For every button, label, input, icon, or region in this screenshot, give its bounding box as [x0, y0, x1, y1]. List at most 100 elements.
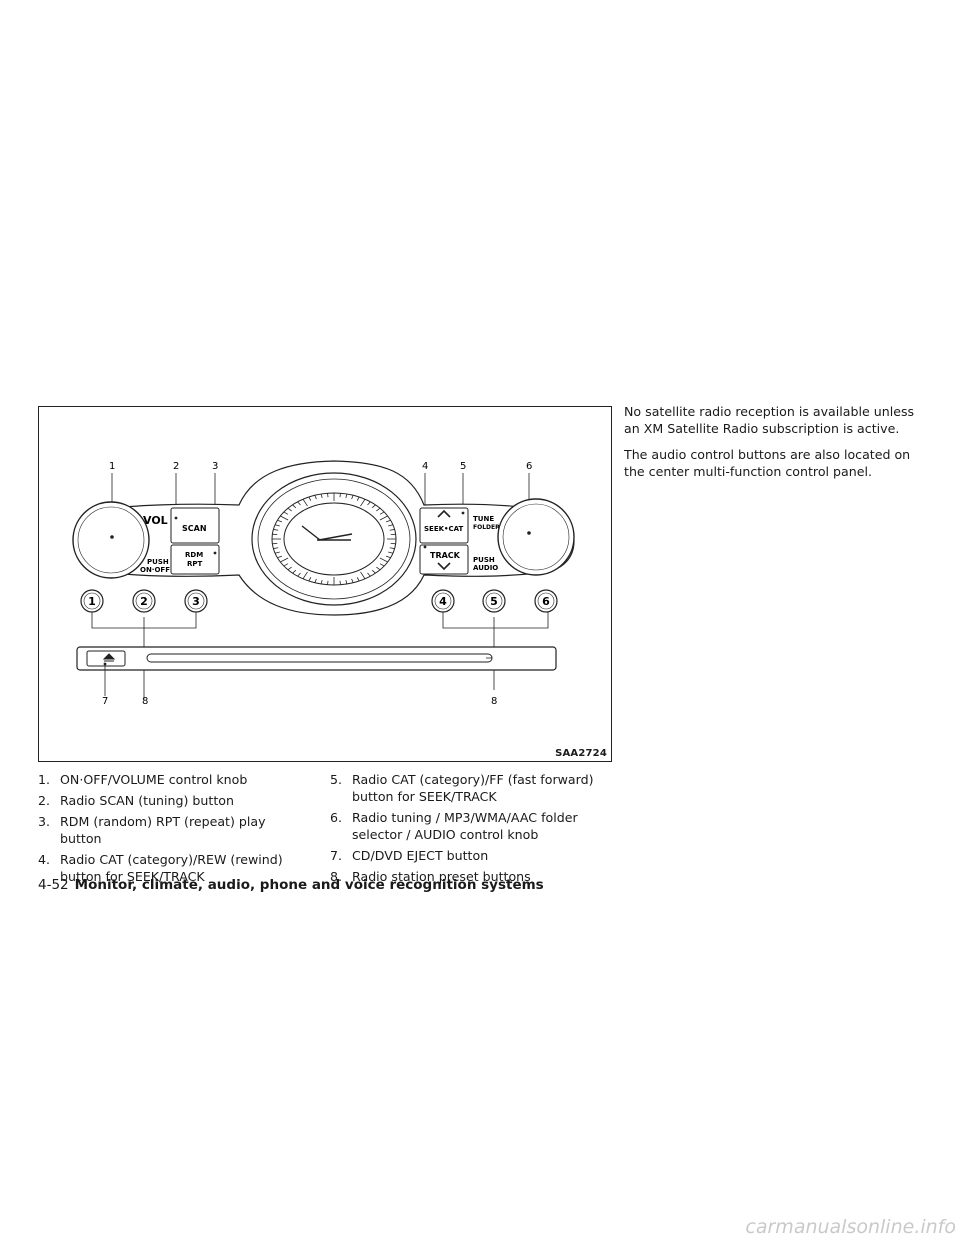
legend-item: 7.CD/DVD EJECT button — [330, 848, 489, 863]
clock-tick — [385, 555, 391, 559]
clock-tick — [385, 519, 391, 523]
clock-tick — [297, 501, 301, 506]
tune-audio-knob — [497, 498, 575, 576]
clock-tick — [287, 507, 292, 512]
preset-button-label: 4 — [439, 595, 447, 608]
section-title: Monitor, climate, audio, phone and voice… — [74, 877, 544, 893]
track-label: TRACK — [430, 551, 461, 560]
clock-minute-hand — [318, 533, 353, 541]
legend-right: 5.Radio CAT (category)/FF (fast forward)… — [330, 771, 614, 889]
clock-tick — [327, 580, 329, 585]
folder-label: FOLDER — [473, 524, 500, 531]
clock-tick — [308, 577, 312, 582]
preset-button-label: 1 — [88, 595, 96, 608]
callout-2: 2 — [173, 461, 179, 472]
preset-button-label: 2 — [140, 595, 148, 608]
preset-button-label: 5 — [490, 595, 498, 608]
preset-button-ring — [485, 592, 503, 610]
clock-tick — [314, 495, 317, 500]
clock-tick — [287, 566, 292, 571]
legend-item: 6.Radio tuning / MP3/WMA/AAC folder sele… — [330, 810, 578, 842]
clock-tick — [297, 572, 301, 577]
clock-tick — [339, 493, 341, 498]
preset-button-ring — [434, 592, 452, 610]
legend-item: 4.Radio CAT (category)/REW (rewind) butt… — [38, 852, 283, 884]
note-paragraph-2: The audio control buttons are also locat… — [624, 447, 911, 479]
audio-panel-drawing: 1 2 3 4 5 6 7 8 8 VOL PUSH ON·OFF SCAN R… — [72, 460, 575, 707]
preset-button-label: 6 — [542, 595, 550, 608]
clock-tick — [389, 529, 395, 531]
clock-tick — [339, 580, 341, 585]
clock-tick — [371, 504, 376, 509]
clock-tick — [360, 571, 366, 580]
clock-tick — [280, 515, 289, 521]
clock-tick — [379, 515, 388, 521]
clock-tick — [356, 496, 360, 501]
disc-slot — [146, 653, 493, 663]
callout-4: 4 — [422, 461, 428, 472]
figure-id: SAA2724 — [555, 748, 607, 759]
audio-panel-figure: 1 2 3 4 5 6 7 8 8 VOL PUSH ON·OFF SCAN R… — [38, 406, 612, 762]
preset-button-ring — [83, 592, 101, 610]
tune-label: TUNE — [473, 515, 494, 523]
legend-item: 2.Radio SCAN (tuning) button — [38, 793, 234, 808]
callout-8-left: 8 — [142, 696, 148, 707]
clock-tick — [327, 493, 329, 498]
watermark[interactable]: carmanualsonline.info — [745, 1216, 956, 1238]
eject-icon — [102, 653, 116, 662]
clock-tick — [308, 496, 312, 501]
preset-button-label: 3 — [192, 595, 200, 608]
rdm-label: RDM — [185, 551, 203, 559]
clock-tick — [379, 563, 385, 567]
clock-tick — [367, 572, 371, 577]
audio-label: AUDIO — [473, 564, 498, 572]
seek-cat-button — [419, 507, 469, 544]
clock-tick — [379, 511, 385, 515]
seek-cat-label: SEEK•CAT — [424, 525, 464, 533]
volume-knob — [72, 501, 150, 579]
clock-tick — [314, 578, 317, 583]
clock-tick — [376, 507, 381, 512]
callout-8-right: 8 — [491, 696, 497, 707]
page-footer: 4-52 Monitor, climate, audio, phone and v… — [38, 877, 544, 893]
callout-5: 5 — [460, 461, 466, 472]
clock-tick — [292, 504, 297, 509]
note-paragraph-1: No satellite radio reception is availabl… — [624, 404, 915, 436]
callout-7: 7 — [102, 696, 108, 707]
legend-item: 1.ON·OFF/VOLUME control knob — [38, 772, 248, 787]
clock-tick — [356, 577, 360, 582]
scan-label: SCAN — [182, 524, 207, 533]
track-button — [419, 544, 469, 575]
clock-tick — [351, 578, 354, 583]
clock-tick — [388, 551, 394, 554]
page-number: 4-52 — [38, 877, 69, 893]
scan-button — [170, 507, 220, 544]
vol-label: VOL — [143, 514, 168, 527]
preset-button-ring — [135, 592, 153, 610]
clock-tick — [280, 557, 289, 563]
clock-tick — [351, 495, 354, 500]
callout-1: 1 — [109, 461, 115, 472]
preset-button-ring — [187, 592, 205, 610]
clock-tick — [302, 571, 308, 580]
clock-tick — [292, 569, 297, 574]
legend-item: 3.RDM (random) RPT (repeat) play button — [38, 814, 266, 846]
clock-tick — [283, 511, 289, 515]
clock-tick — [345, 579, 348, 585]
clock-tick — [302, 498, 308, 507]
clock-tick — [345, 493, 348, 499]
clock-face — [283, 502, 385, 576]
rpt-label: RPT — [187, 560, 203, 568]
clock-tick — [320, 493, 323, 499]
clock-tick — [273, 529, 279, 531]
legend-item: 5.Radio CAT (category)/FF (fast forward)… — [330, 772, 594, 804]
clock-tick — [277, 519, 283, 523]
clock-tick — [274, 551, 280, 554]
rdm-rpt-button — [170, 544, 220, 575]
on-off-label: ON·OFF — [140, 566, 170, 574]
push-right-label: PUSH — [473, 556, 495, 564]
clock-tick — [274, 524, 280, 527]
clock-tick — [283, 563, 289, 567]
clock-tick — [376, 566, 381, 571]
clock-tick — [360, 498, 366, 507]
